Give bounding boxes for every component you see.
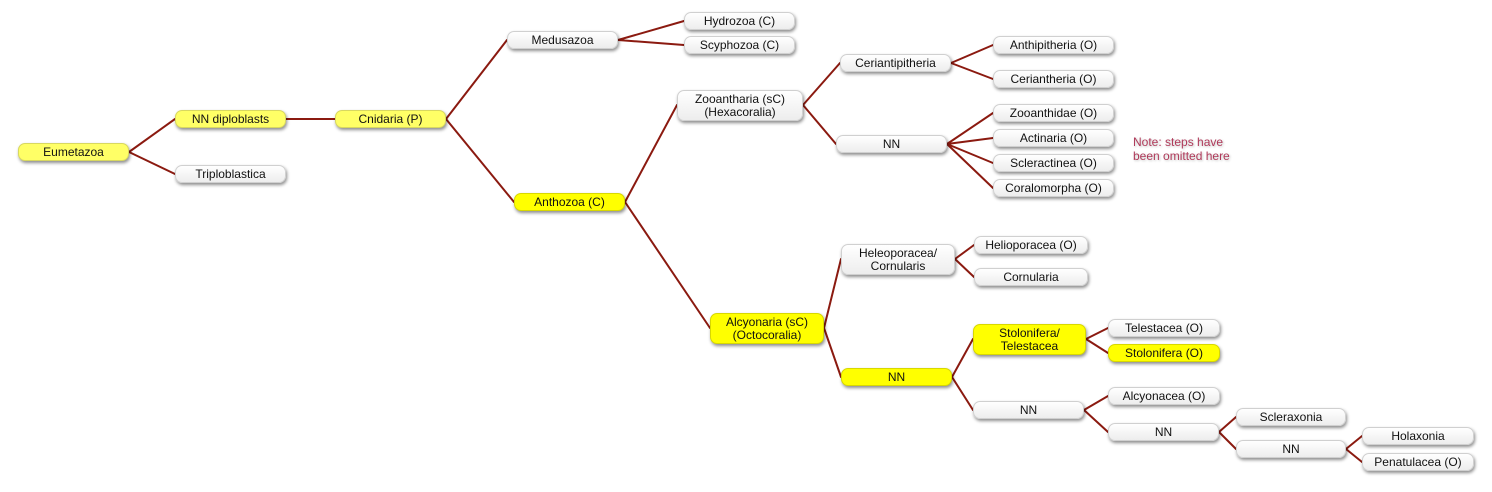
node-stolonifera-telestacea: Stolonifera/ Telestacea bbox=[973, 324, 1086, 355]
node-nn-hexacoralia: NN bbox=[836, 135, 947, 153]
edge-nn-octo-to-nn-octo2 bbox=[951, 376, 974, 411]
edge-nn-octo-to-stolonifera-telestacea bbox=[951, 338, 974, 378]
edge-heleoporacea-to-helioporacea-o bbox=[954, 244, 975, 260]
edge-ceriantipitheria-to-anthipitheria bbox=[950, 44, 994, 64]
node-anthipitheria: Anthipitheria (O) bbox=[993, 36, 1114, 54]
edge-zooantharia-to-nn-hexa bbox=[802, 104, 837, 145]
node-holaxonia: Holaxonia bbox=[1362, 427, 1474, 445]
node-penatulacea: Penatulacea (O) bbox=[1362, 453, 1474, 471]
node-medusazoa: Medusazoa bbox=[507, 31, 618, 49]
node-actinaria: Actinaria (O) bbox=[993, 129, 1114, 147]
edge-medusazoa-to-scyphozoa bbox=[617, 39, 685, 46]
edge-alcyonaria-to-heleoporacea bbox=[823, 258, 842, 329]
edge-nn-octo4-to-holaxonia bbox=[1345, 435, 1363, 450]
edge-anthozoa-to-alcyonaria bbox=[624, 201, 711, 329]
node-ceriantipitheria: Ceriantipitheria bbox=[840, 54, 951, 72]
node-scleractinea: Scleractinea (O) bbox=[993, 154, 1114, 172]
node-anthozoa: Anthozoa (C) bbox=[514, 193, 625, 211]
edge-nn-octo3-to-scleraxonia bbox=[1218, 416, 1237, 433]
node-hydrozoa: Hydrozoa (C) bbox=[684, 12, 795, 30]
edge-nn-octo2-to-nn-octo3 bbox=[1083, 409, 1109, 433]
node-zooanthidae: Zooanthidae (O) bbox=[993, 104, 1114, 122]
edge-nn-octo4-to-penatulacea bbox=[1345, 448, 1363, 463]
edge-ceriantipitheria-to-ceriantheria bbox=[950, 62, 994, 80]
node-stolonifera: Stolonifera (O) bbox=[1108, 344, 1220, 362]
edge-stolonifera-telestacea-to-telestacea bbox=[1085, 327, 1109, 340]
node-eumetazoa: Eumetazoa bbox=[18, 143, 129, 161]
omitted-steps-note: Note: steps have been omitted here bbox=[1133, 135, 1230, 163]
edge-cnidaria-to-medusazoa bbox=[445, 39, 508, 120]
node-scyphozoa: Scyphozoa (C) bbox=[684, 36, 795, 54]
edge-nn-octo3-to-nn-octo4 bbox=[1218, 431, 1237, 450]
edge-nn-hexa-to-actinaria bbox=[946, 137, 994, 145]
edge-nn-octo2-to-alcyonacea bbox=[1083, 395, 1109, 411]
edge-nn-hexa-to-scleractinea bbox=[946, 143, 994, 164]
node-ceriantheria: Ceriantheria (O) bbox=[993, 70, 1114, 88]
node-nn-octocoralia: NN bbox=[841, 368, 952, 386]
node-cnidaria: Cnidaria (P) bbox=[335, 110, 446, 128]
edge-zooantharia-to-ceriantipitheria bbox=[802, 62, 841, 106]
node-zooantharia: Zooantharia (sC) (Hexacoralia) bbox=[677, 90, 803, 121]
node-coralomorpha: Coralomorpha (O) bbox=[993, 179, 1114, 197]
edge-alcyonaria-to-nn-octo bbox=[823, 327, 842, 378]
edge-medusazoa-to-hydrozoa bbox=[617, 20, 685, 41]
node-nn-diploblasts: NN diploblasts bbox=[175, 110, 286, 128]
node-nn-octocoralia-2: NN bbox=[973, 401, 1084, 419]
edge-heleoporacea-to-cornularia bbox=[954, 258, 975, 278]
edge-cnidaria-to-anthozoa bbox=[445, 118, 515, 203]
node-triploblastica: Triploblastica bbox=[175, 165, 286, 183]
edge-eumetazoa-to-triploblastica bbox=[128, 151, 176, 175]
edge-nn-hexa-to-zooanthidae bbox=[946, 112, 994, 145]
node-nn-octocoralia-3: NN bbox=[1108, 423, 1219, 441]
node-alcyonaria: Alcyonaria (sC) (Octocoralia) bbox=[710, 313, 824, 344]
edge-anthozoa-to-zooantharia bbox=[624, 104, 678, 203]
node-helioporacea-o: Helioporacea (O) bbox=[974, 236, 1088, 254]
node-nn-octocoralia-4: NN bbox=[1236, 440, 1346, 458]
node-alcyonacea: Alcyonacea (O) bbox=[1108, 387, 1220, 405]
node-cornularia: Cornularia bbox=[974, 268, 1088, 286]
node-heleoporacea: Heleoporacea/ Cornularis bbox=[841, 244, 955, 275]
node-telestacea: Telestacea (O) bbox=[1108, 319, 1220, 337]
edge-nn-hexa-to-coralomorpha bbox=[946, 143, 994, 189]
edge-eumetazoa-to-nn-diploblasts bbox=[128, 118, 176, 153]
edge-stolonifera-telestacea-to-stolonifera bbox=[1085, 338, 1109, 354]
node-scleraxonia: Scleraxonia bbox=[1236, 408, 1346, 426]
